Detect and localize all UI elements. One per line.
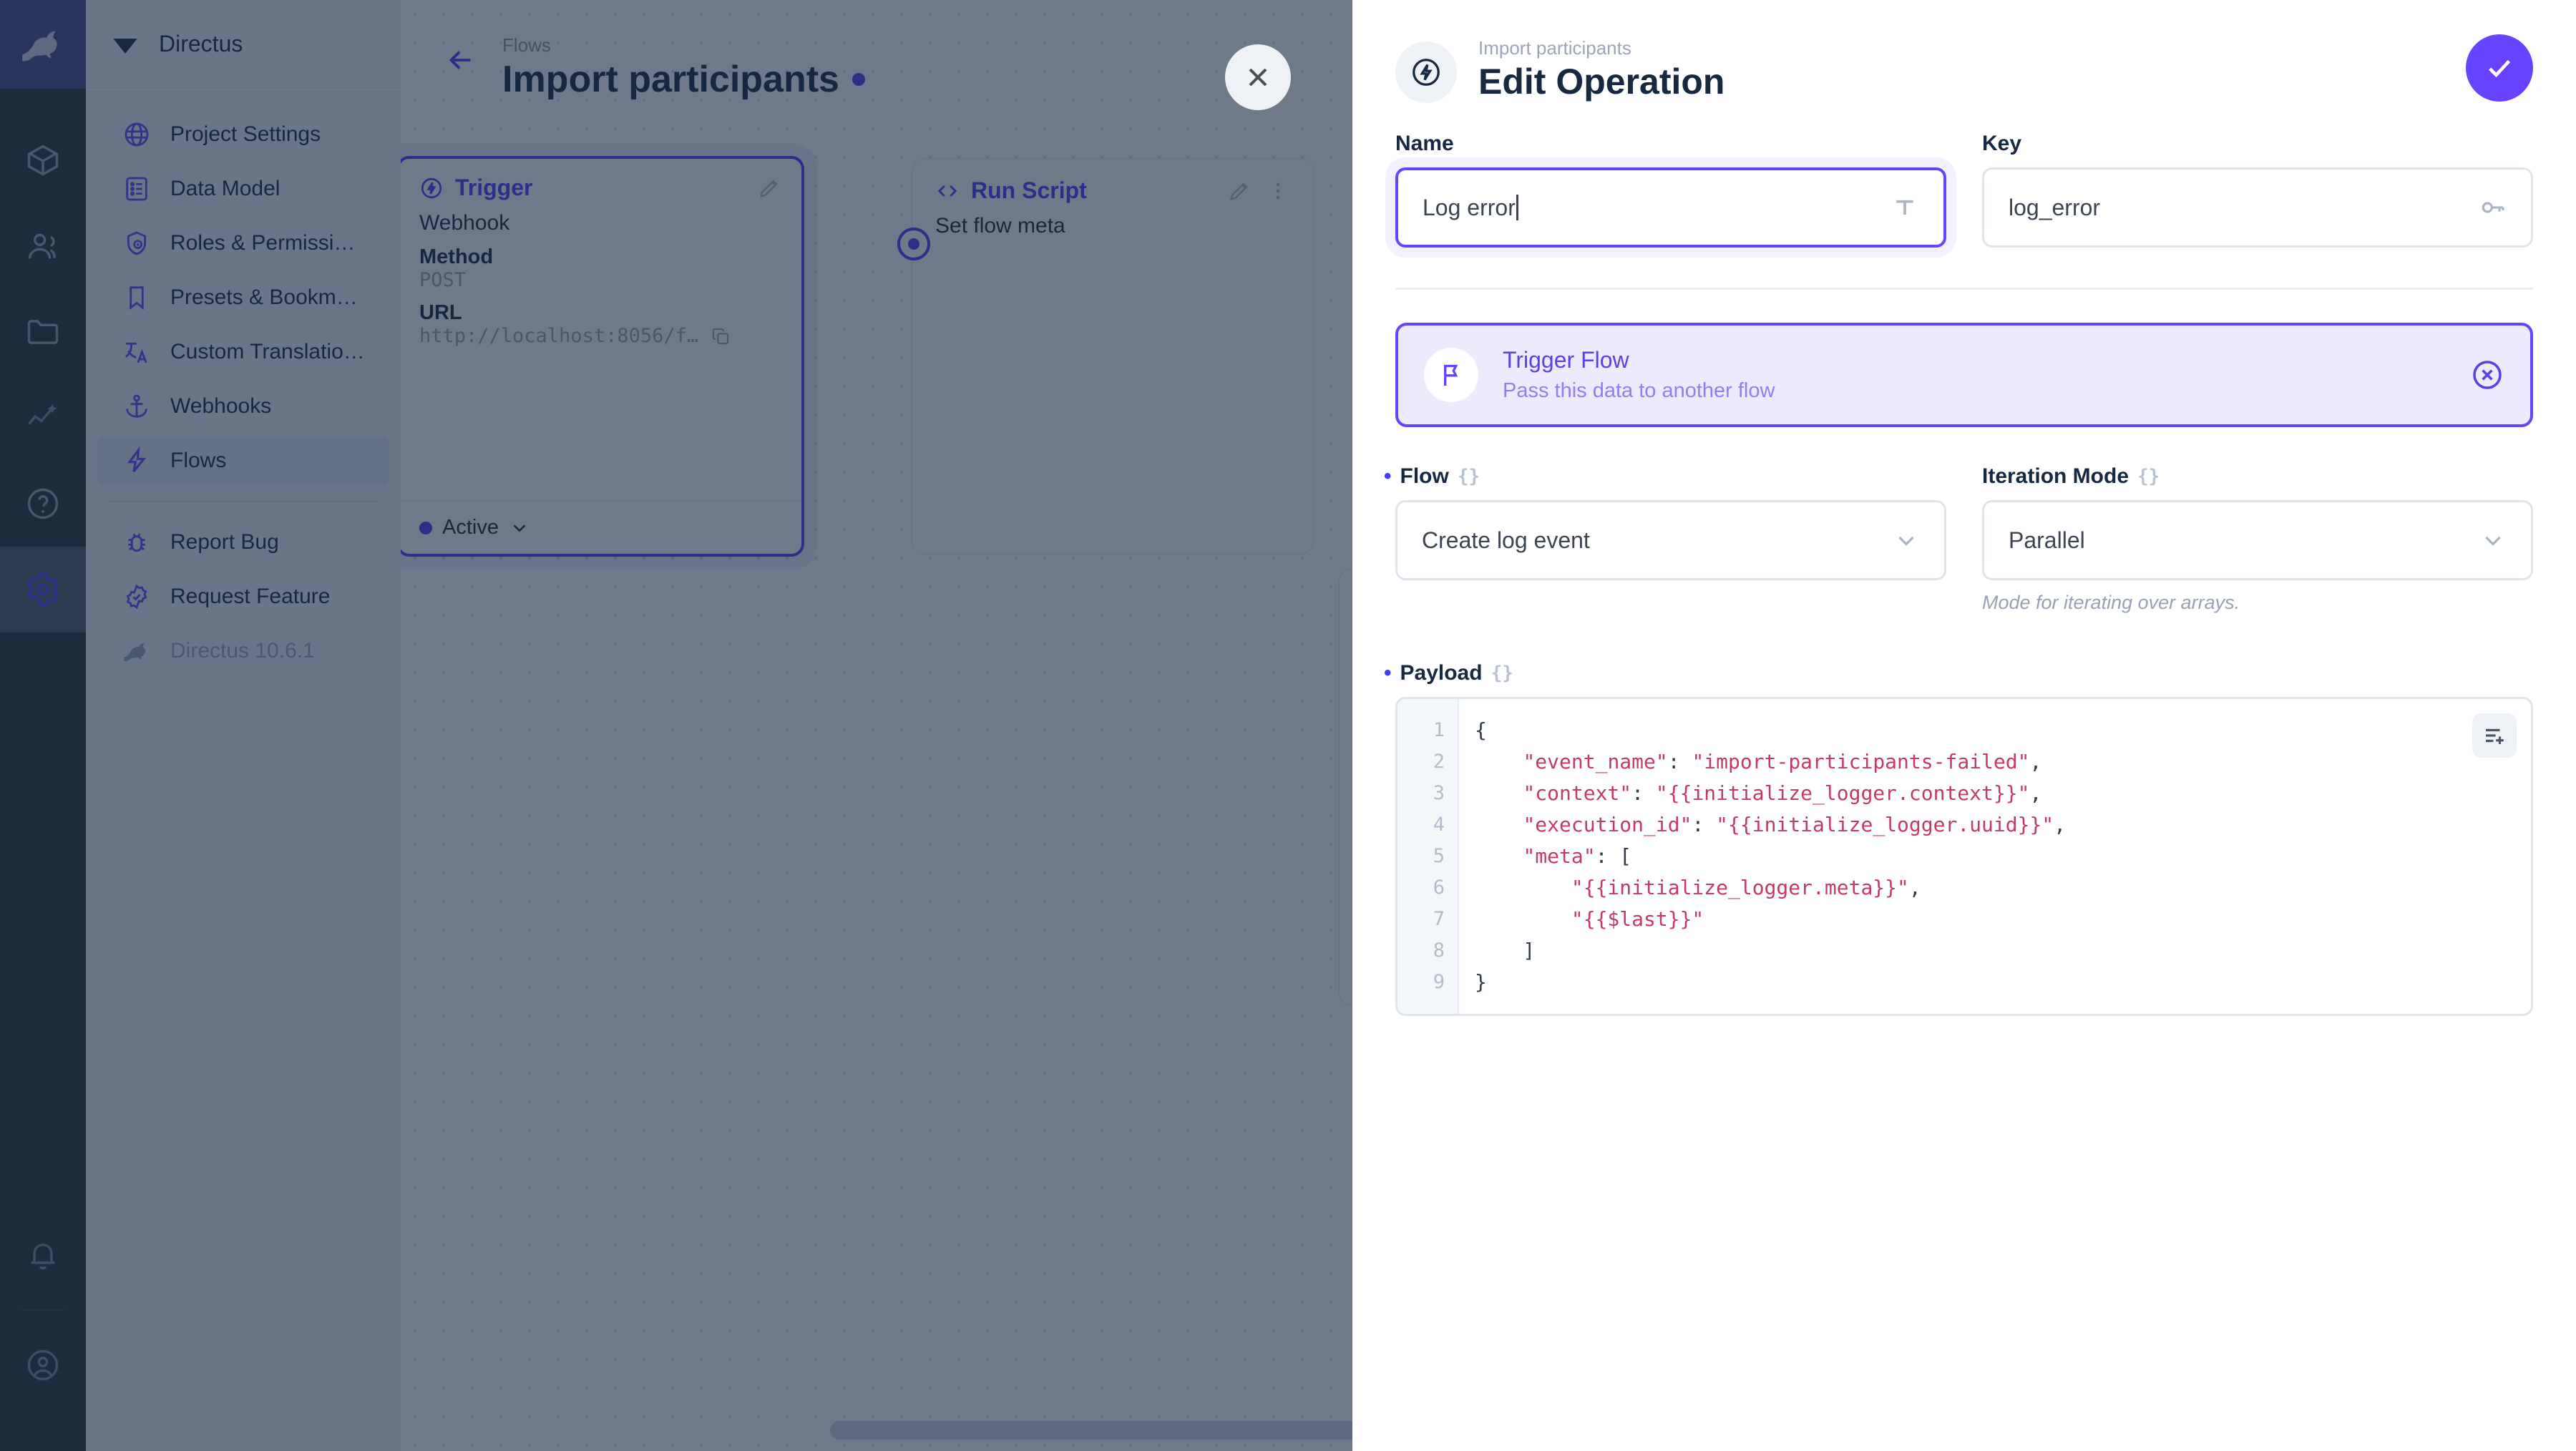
- required-dot: •: [1384, 661, 1392, 685]
- braces-badge: {}: [1457, 466, 1480, 487]
- close-icon: [1249, 68, 1267, 87]
- chevron-down-icon: [2479, 527, 2507, 554]
- iteration-select-value: Parallel: [2009, 527, 2085, 553]
- operation-type-card[interactable]: Trigger Flow Pass this data to another f…: [1395, 323, 2533, 427]
- form-divider: [1395, 288, 2533, 290]
- braces-badge: {}: [1491, 663, 1513, 684]
- drawer-title: Edit Operation: [1478, 62, 1725, 102]
- operation-form: Name Log error Key log_error: [1352, 103, 2576, 1016]
- operation-type-title: Trigger Flow: [1503, 347, 1629, 373]
- payload-label: • Payload {}: [1384, 661, 1513, 685]
- flow-field-wrap: • Flow {} Create log event: [1384, 464, 1946, 614]
- flow-select[interactable]: Create log event: [1395, 500, 1946, 580]
- close-circle-icon: [2473, 361, 2502, 389]
- key-input-value: log_error: [2009, 194, 2101, 220]
- operation-type-subtitle: Pass this data to another flow: [1503, 379, 1775, 402]
- iteration-hint: Mode for iterating over arrays.: [1982, 592, 2240, 613]
- key-icon: [2478, 193, 2507, 222]
- key-input[interactable]: log_error: [1982, 167, 2533, 248]
- close-button[interactable]: [1225, 44, 1291, 110]
- name-key-row: Name Log error Key log_error: [1395, 132, 2533, 248]
- drawer-breadcrumb: Import participants: [1478, 37, 1631, 59]
- flag-icon: [1424, 348, 1478, 402]
- text-caret: [1516, 194, 1518, 220]
- insert-line-icon[interactable]: [2472, 713, 2517, 758]
- drawer-scrim[interactable]: [0, 0, 1352, 1451]
- flow-iteration-row: • Flow {} Create log event Iteration Mod…: [1384, 464, 2533, 614]
- clear-operation-type-button[interactable]: [2470, 358, 2504, 392]
- name-field-wrap: Name Log error: [1395, 132, 1946, 248]
- flow-select-value: Create log event: [1422, 527, 1590, 553]
- text-format-icon: [1890, 193, 1919, 222]
- save-button[interactable]: [2466, 34, 2533, 102]
- key-label: Key: [1982, 132, 2022, 155]
- iteration-field-wrap: Iteration Mode {} Parallel Mode for iter…: [1982, 464, 2533, 614]
- drawer-header: Import participants Edit Operation: [1352, 0, 2576, 103]
- editor-code-content[interactable]: { "event_name": "import-participants-fai…: [1475, 718, 2067, 994]
- check-icon: [2488, 59, 2511, 78]
- chevron-down-icon: [1893, 527, 1920, 554]
- name-input[interactable]: Log error: [1395, 167, 1946, 248]
- required-dot: •: [1384, 464, 1392, 488]
- braces-badge: {}: [2137, 466, 2160, 487]
- edit-operation-drawer: Import participants Edit Operation Name …: [1352, 0, 2576, 1451]
- name-input-value: Log error: [1423, 194, 1890, 221]
- name-label: Name: [1395, 132, 1454, 155]
- flow-label: • Flow {}: [1384, 464, 1480, 488]
- iteration-select[interactable]: Parallel: [1982, 500, 2533, 580]
- bolt-circle-icon: [1395, 41, 1457, 103]
- key-field-wrap: Key log_error: [1982, 132, 2533, 248]
- iteration-label: Iteration Mode {}: [1982, 464, 2160, 488]
